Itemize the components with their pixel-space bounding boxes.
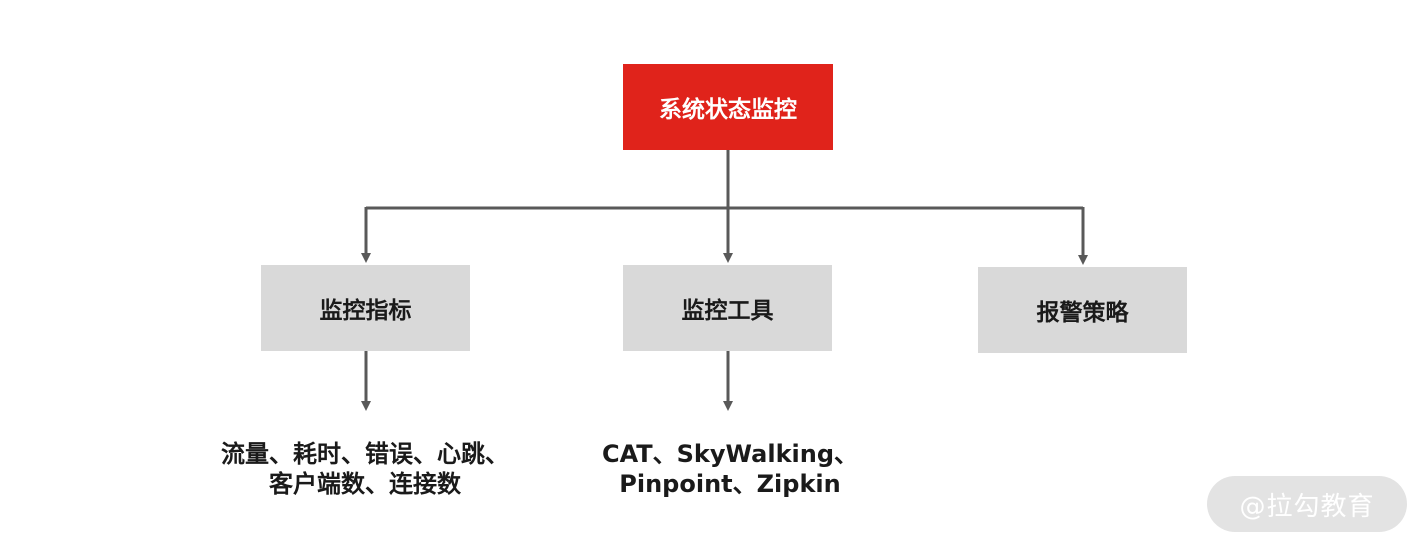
- root-node-label: 系统状态监控: [659, 97, 797, 123]
- node-monitoring-tools: 监控工具: [623, 265, 832, 351]
- watermark-text: @拉勾教育: [1239, 491, 1375, 522]
- leaf-metrics-list: 流量、耗时、错误、心跳、 客户端数、连接数: [205, 439, 525, 499]
- leaf-metrics-line-1: 流量、耗时、错误、心跳、: [221, 440, 509, 468]
- node-monitoring-tools-label: 监控工具: [681, 298, 774, 324]
- leaf-tools-list: CAT、SkyWalking、 Pinpoint、Zipkin: [585, 439, 875, 499]
- node-alert-strategy: 报警策略: [978, 267, 1187, 353]
- watermark-badge: @拉勾教育: [1207, 476, 1407, 532]
- leaf-tools-line-1: CAT、SkyWalking、: [601, 440, 859, 468]
- root-node: 系统状态监控: [623, 64, 833, 150]
- leaf-tools-line-2: Pinpoint、Zipkin: [619, 470, 841, 498]
- leaf-metrics-line-2: 客户端数、连接数: [269, 470, 461, 498]
- node-monitoring-metrics: 监控指标: [261, 265, 470, 351]
- node-alert-strategy-label: 报警策略: [1036, 300, 1129, 326]
- node-monitoring-metrics-label: 监控指标: [319, 298, 412, 324]
